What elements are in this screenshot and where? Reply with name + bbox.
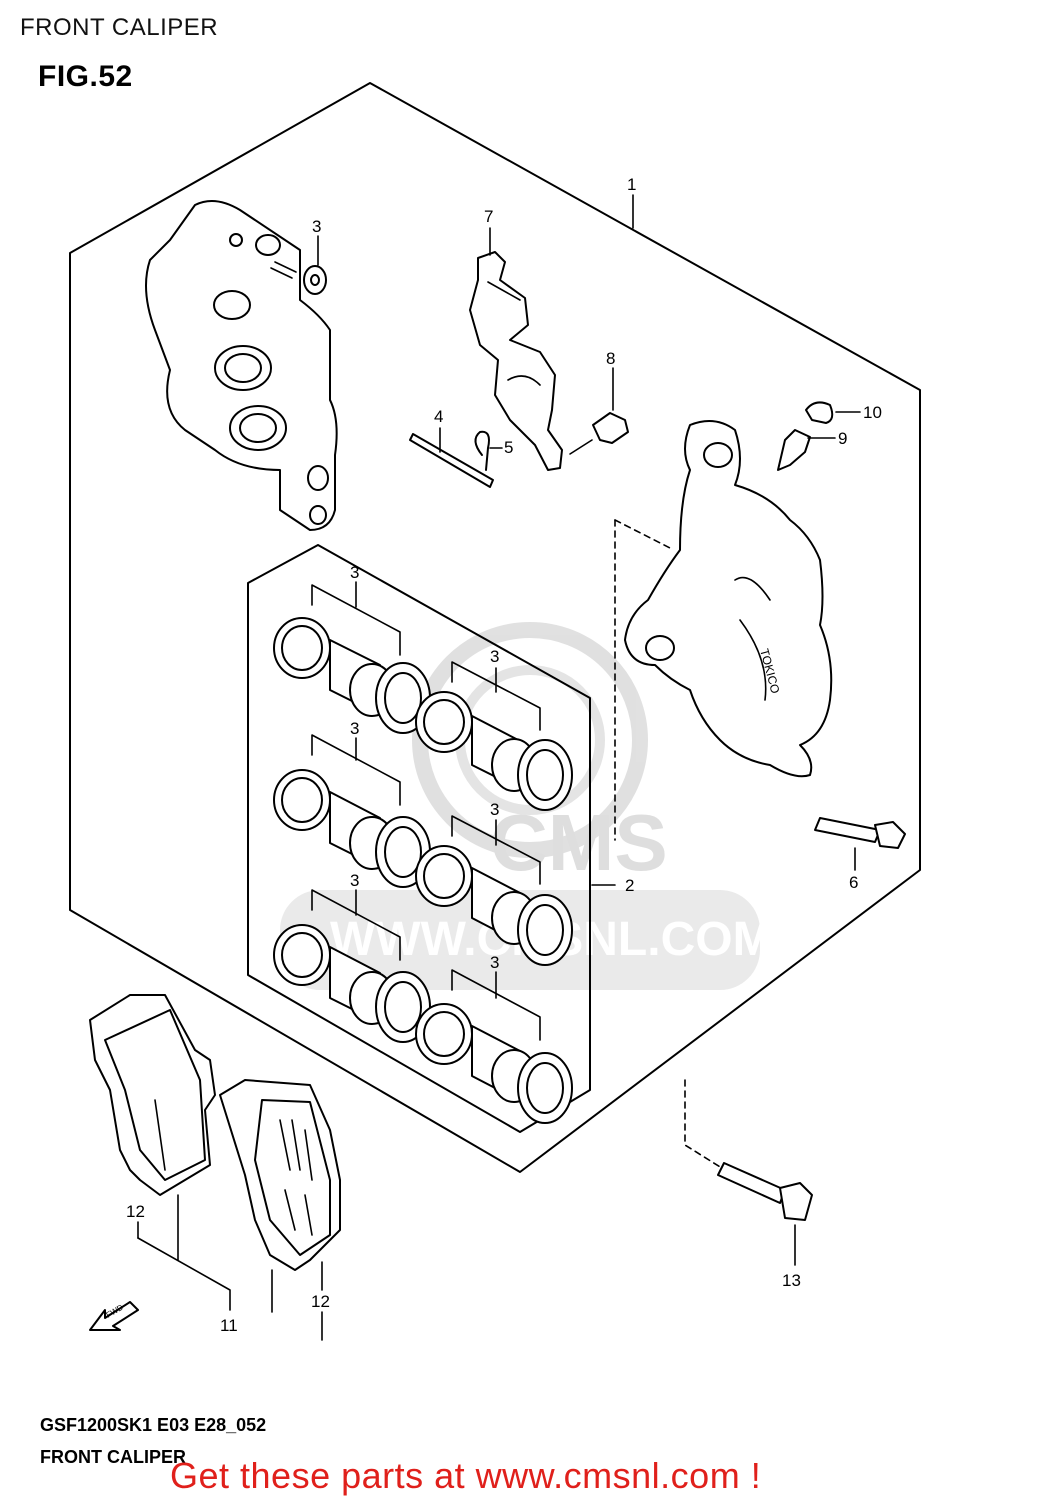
callout-3-group-6: 3 bbox=[490, 953, 499, 972]
cta-link[interactable]: Get these parts at www.cmsnl.com ! bbox=[170, 1455, 762, 1496]
callout-8: 8 bbox=[606, 349, 615, 368]
callout-13: 13 bbox=[782, 1271, 801, 1290]
caliper-half-left bbox=[145, 200, 338, 531]
bleeder-valve bbox=[777, 429, 836, 471]
diagram-code: GSF1200SK1 E03 E28_052 bbox=[40, 1415, 267, 1435]
callout-12-right: 12 bbox=[311, 1292, 330, 1311]
callout-3-group-2: 3 bbox=[490, 647, 499, 666]
piston-seal-group-3 bbox=[273, 734, 431, 888]
callout-7: 7 bbox=[484, 207, 493, 226]
caliper-bolt bbox=[717, 1162, 813, 1266]
callout-3-top-left: 3 bbox=[312, 217, 321, 236]
bleeder-cap bbox=[805, 401, 861, 424]
caliper-assembly-outline bbox=[69, 82, 921, 1173]
callout-3-group-1: 3 bbox=[350, 563, 359, 582]
pad-spring bbox=[469, 227, 563, 471]
fwd-arrow-icon: FWD bbox=[89, 1301, 139, 1331]
diagram-title: FRONT CALIPER bbox=[40, 1447, 186, 1467]
brake-pad-right bbox=[219, 1079, 341, 1271]
brake-pad-left bbox=[89, 994, 216, 1196]
seal-set-outline bbox=[247, 544, 591, 1133]
piston-seal-group-6 bbox=[415, 969, 573, 1124]
caliper-half-right: TOKICO bbox=[624, 420, 833, 778]
callout-10: 10 bbox=[863, 403, 882, 422]
caliper-mount-bolt bbox=[814, 817, 906, 871]
watermark-logo: CMS bbox=[490, 798, 668, 887]
piston-seal-group-1 bbox=[273, 581, 431, 734]
callout-2: 2 bbox=[625, 876, 634, 895]
callout-3-group-4: 3 bbox=[490, 800, 499, 819]
piston-seal-group-4 bbox=[415, 815, 573, 966]
page-header-title: FRONT CALIPER bbox=[20, 14, 219, 41]
pad-callout-lines bbox=[137, 1194, 323, 1341]
callout-1: 1 bbox=[627, 175, 636, 194]
piston-seal-group-5 bbox=[273, 889, 431, 1043]
pad-pin-clip bbox=[474, 430, 503, 471]
callout-3-group-3: 3 bbox=[350, 719, 359, 738]
callout-6: 6 bbox=[849, 873, 858, 892]
callout-11: 11 bbox=[220, 1316, 238, 1335]
callout-12-left: 12 bbox=[126, 1202, 145, 1221]
pad-pin bbox=[409, 427, 494, 488]
callout-5: 5 bbox=[504, 438, 513, 457]
callout-3-group-5: 3 bbox=[350, 871, 359, 890]
washer-top-left bbox=[303, 235, 327, 295]
figure-number: FIG.52 bbox=[38, 60, 133, 93]
callout-9: 9 bbox=[838, 429, 847, 448]
bleeder-screw bbox=[569, 367, 629, 455]
piston-seal-group-2 bbox=[415, 661, 573, 811]
callout-4: 4 bbox=[434, 407, 443, 426]
